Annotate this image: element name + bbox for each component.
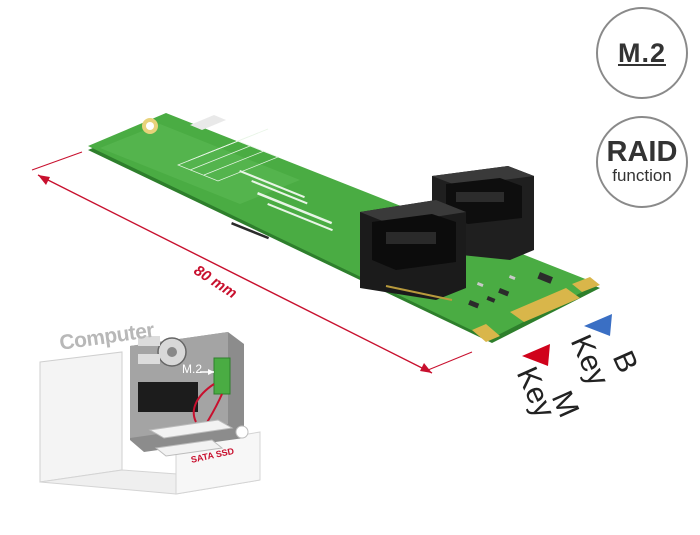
length-dimension-line [31, 151, 473, 374]
key-m-marker [522, 344, 550, 366]
m2-badge-text: M.2 [617, 37, 666, 68]
m2-pcb-board [88, 113, 600, 343]
inset-m2-label: M.2 [182, 362, 203, 376]
m2-badge: M.2 [596, 7, 688, 99]
key-b-marker [584, 314, 612, 336]
computer-case-diagram [39, 332, 261, 495]
sata-port-2 [360, 200, 466, 301]
raid-function-badge: RAID function [596, 116, 688, 208]
raid-badge-title: RAID [606, 136, 678, 168]
raid-badge-subtitle: function [612, 166, 672, 185]
